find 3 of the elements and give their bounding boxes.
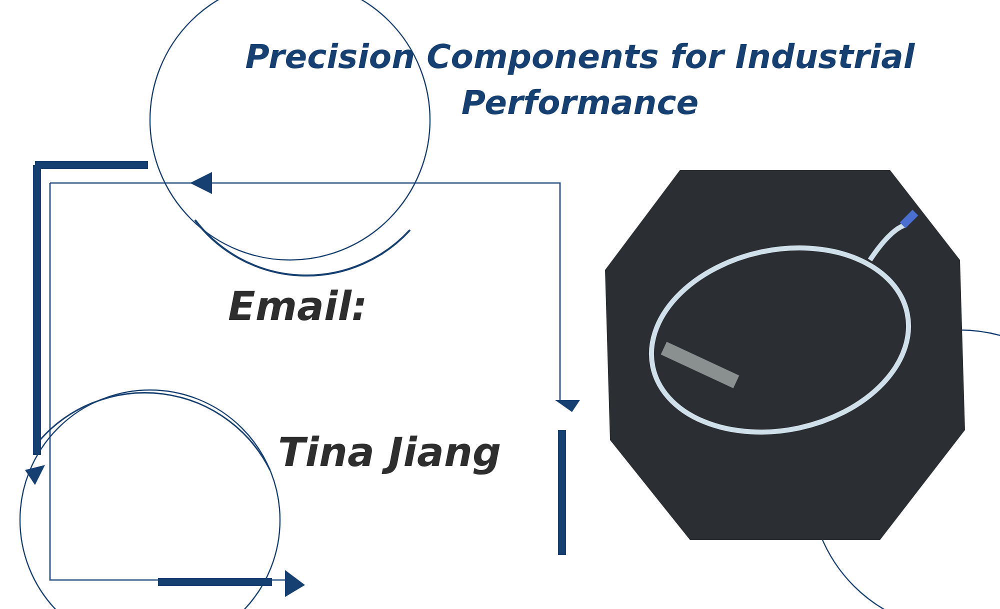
title: Precision Components for Industrial Performance bbox=[244, 36, 916, 124]
contact-name: Tina Jiang bbox=[278, 430, 502, 476]
email-label: Email: bbox=[228, 284, 368, 330]
